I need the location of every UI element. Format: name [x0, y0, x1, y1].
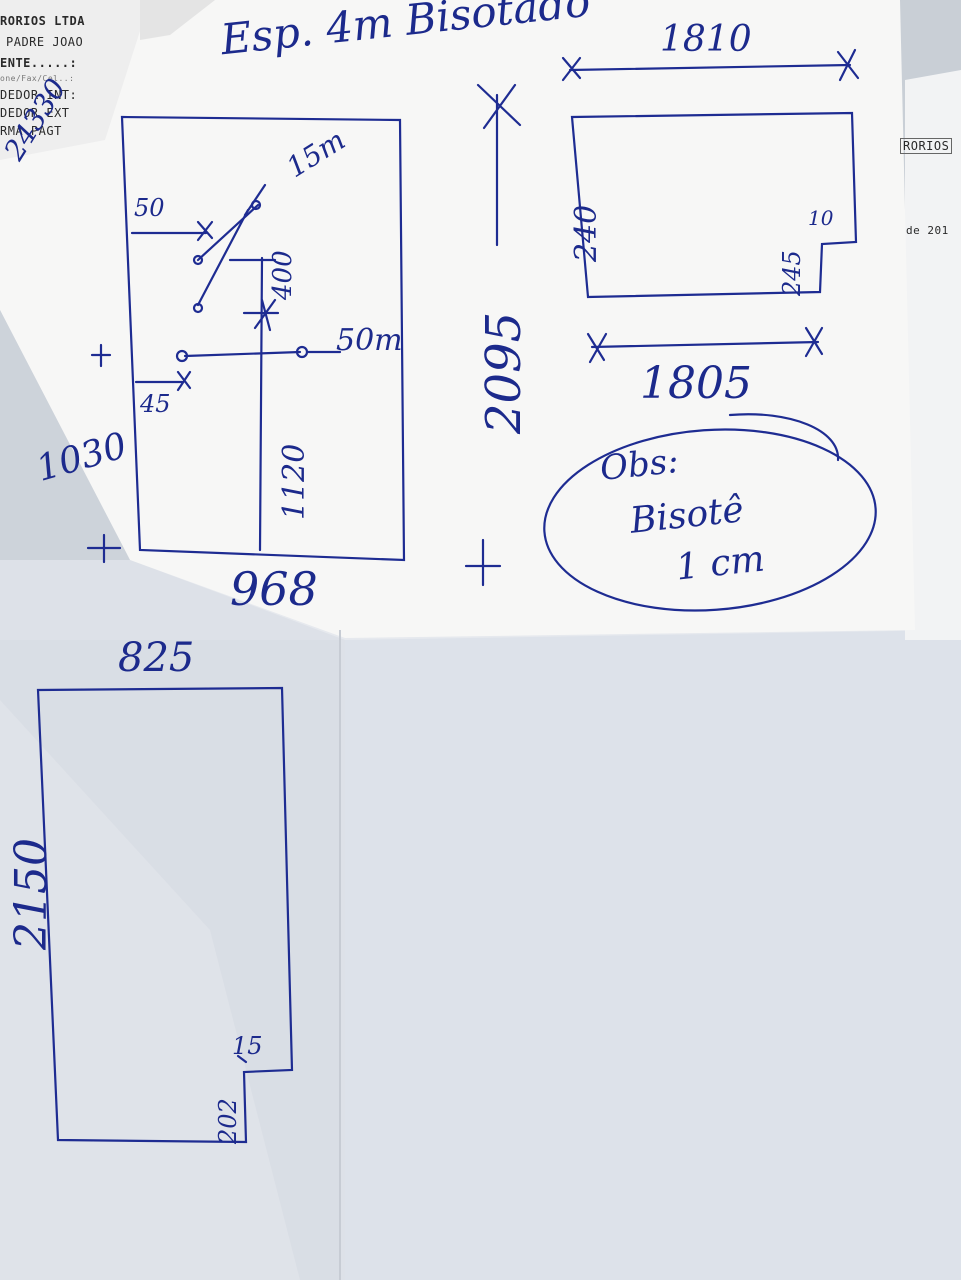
sketch-2-bottom-width: 1805 — [640, 358, 752, 409]
sketch-3-width: 825 — [118, 635, 195, 681]
sketch-3-outline — [36, 686, 294, 1144]
sketch-1-inner-line — [258, 256, 264, 552]
sketch-1-hole-line-1 — [196, 203, 260, 262]
sketch-3-notch-height: 202 — [214, 1098, 242, 1144]
sketch-1-hole-offset-side: 45 — [140, 390, 171, 418]
sketch-1-hole-offset-top: 50 — [134, 194, 165, 222]
sketch-1-outline — [120, 115, 406, 562]
right-receipt-date: de 201 — [906, 224, 949, 237]
sketch-1-vertical-gap: 400 — [268, 250, 298, 300]
lower-sheet-fold-shadow — [0, 640, 340, 1280]
sketch-2-outline — [570, 111, 858, 299]
sketch-1-hole — [192, 254, 204, 266]
lower-sheet-right — [345, 630, 961, 1280]
receipt-line: ENTE.....: — [0, 56, 78, 70]
sketch-1-width: 968 — [230, 562, 318, 616]
sketch-1-inner-height: 1120 — [277, 443, 312, 520]
fold-shadow — [0, 310, 345, 1280]
receipt-line: RMA PAGT — [0, 124, 62, 138]
sketch-3-notch-width: 15 — [232, 1032, 263, 1060]
sketch-2-notch-width: 10 — [808, 206, 834, 230]
receipt-line: RORIOS LTDA — [0, 14, 85, 28]
torn-strip — [140, 0, 215, 40]
observation-value: 1 cm — [674, 538, 767, 589]
observation-ellipse — [543, 428, 877, 612]
observation-label: Obs: — [598, 441, 681, 489]
main-sheet — [0, 0, 915, 638]
receipt-line: PADRE JOAO — [6, 35, 84, 49]
right-receipt — [905, 70, 961, 640]
sketch-1-hole-line-2 — [183, 350, 302, 358]
registration-mark — [90, 343, 112, 368]
sketch-2-notch-height: 245 — [778, 250, 806, 296]
sketch-3-height: 2150 — [6, 838, 57, 950]
sketch-1-cross-a — [196, 220, 214, 242]
sketch-2-top-dim — [568, 63, 852, 72]
sketch-2-left-side: 240 — [569, 204, 604, 262]
sketch-2-height: 2095 — [476, 311, 532, 434]
receipt-line: one/Fax/Cel..: — [0, 74, 75, 83]
receipt-line: DEDOR INT: — [0, 88, 78, 102]
right-receipt-brand: RORIOS — [900, 138, 953, 154]
sketch-1-hole-diameter-2: 50m — [336, 323, 403, 358]
sketch-2-top-width: 1810 — [660, 19, 752, 60]
sketch-1-cross-b — [176, 370, 192, 392]
receipt-line: DEDOR EXT — [0, 106, 70, 120]
sketch-2-bottom-dim — [590, 340, 820, 349]
